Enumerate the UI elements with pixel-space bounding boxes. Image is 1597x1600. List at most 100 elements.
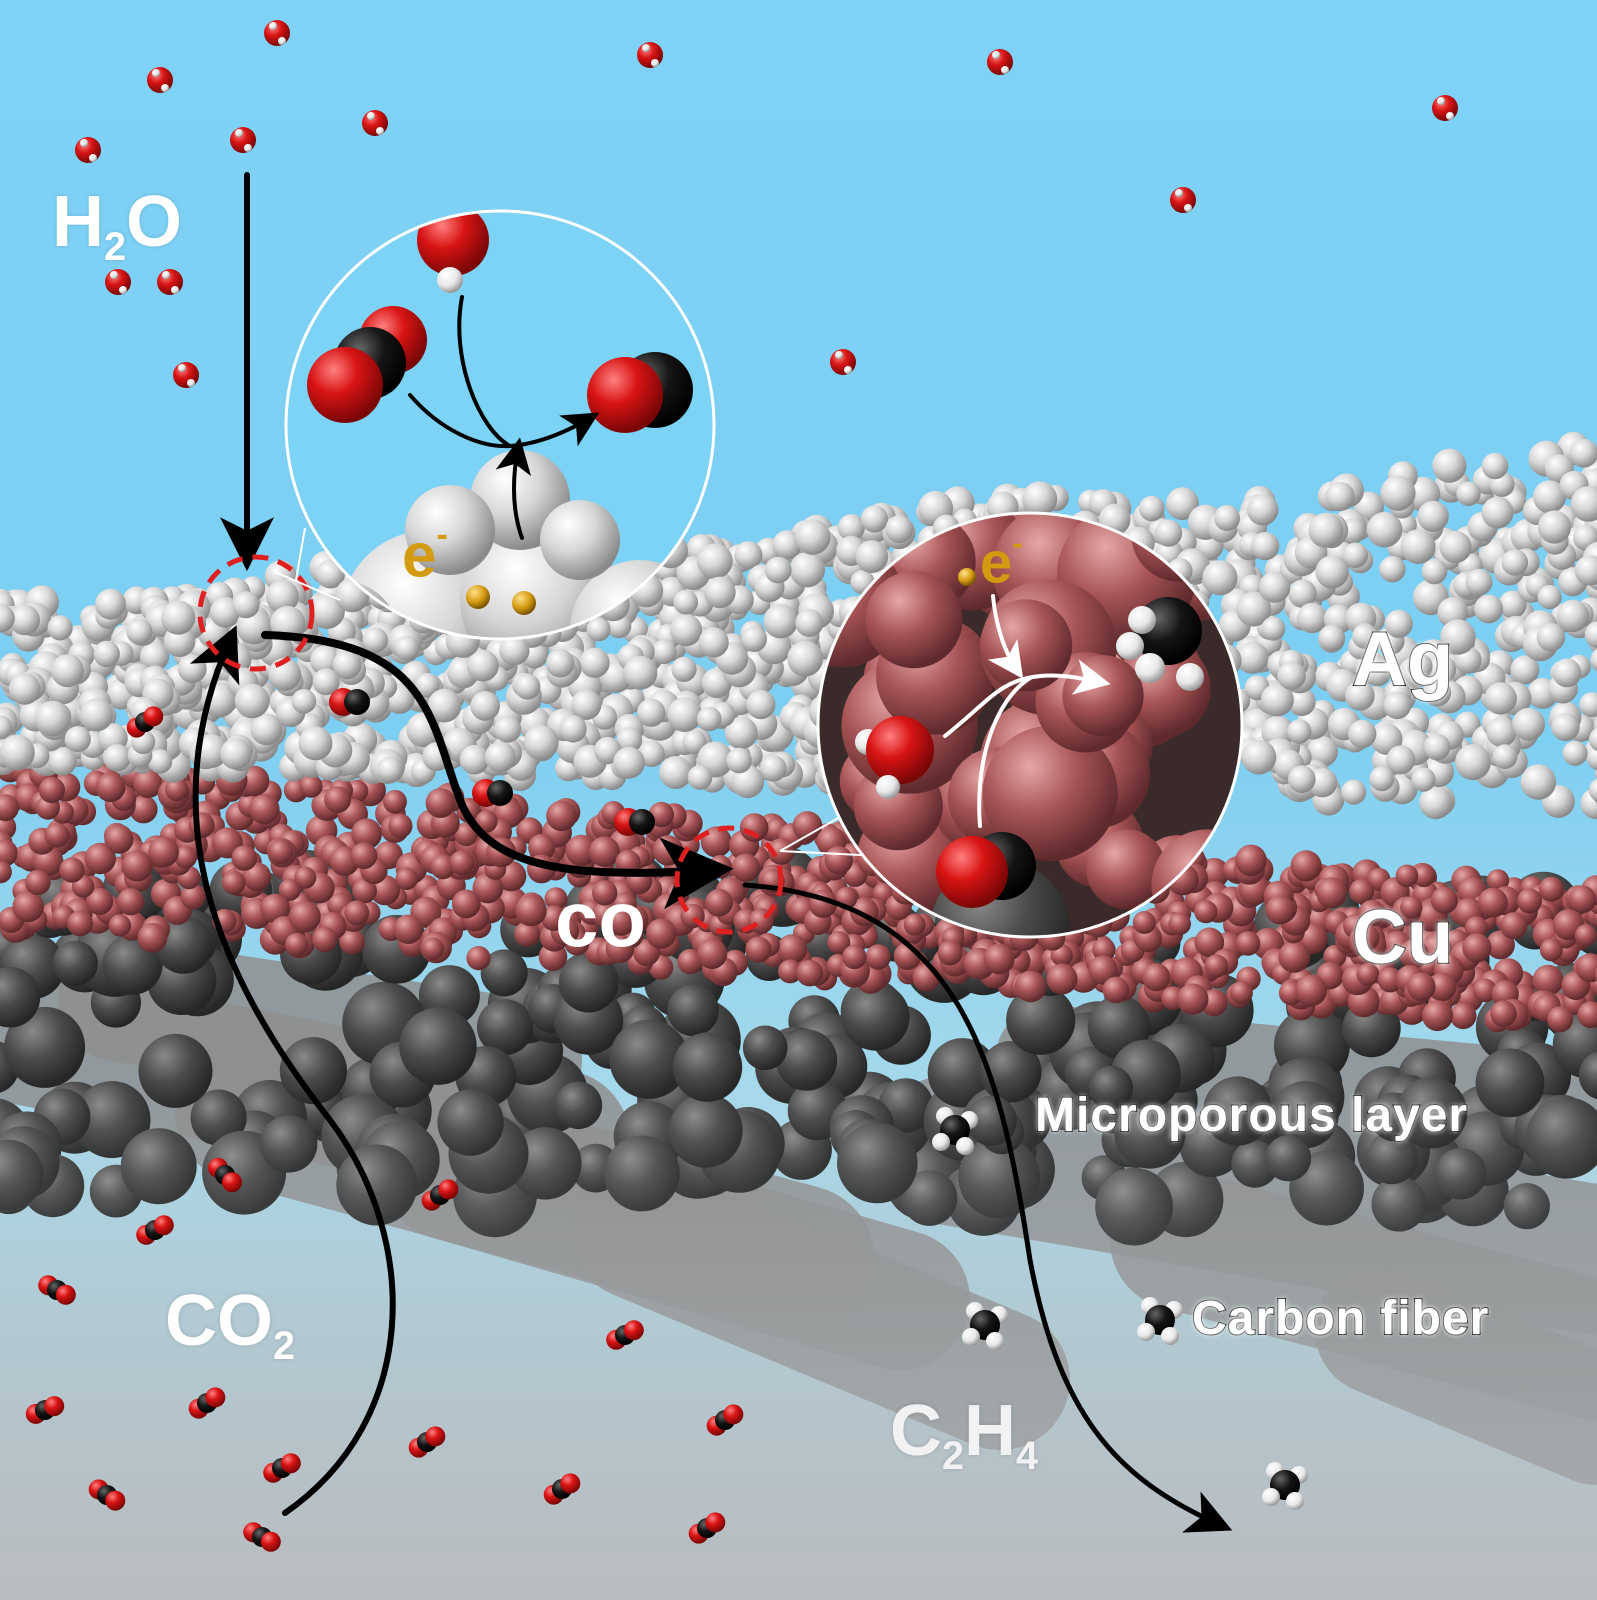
- cu-particle: [1577, 1001, 1597, 1029]
- ag-particle: [126, 618, 153, 645]
- cu-particle: [1046, 963, 1078, 995]
- cu-particle: [1194, 927, 1225, 958]
- cu-layer-label: Cu: [1351, 895, 1454, 980]
- ag-particle: [312, 668, 340, 696]
- ag-particle: [704, 576, 736, 609]
- ag-particle: [1474, 594, 1503, 624]
- ag-particle: [1352, 623, 1378, 649]
- ag-particle: [1366, 511, 1403, 548]
- water-molecule: [173, 362, 199, 388]
- cu-particle: [1400, 896, 1423, 919]
- water-molecule: [1170, 187, 1196, 213]
- cu-particle: [324, 786, 351, 813]
- water-molecule: [987, 49, 1013, 75]
- cu-particle: [1575, 953, 1597, 983]
- ag-particle: [546, 649, 575, 678]
- ag-particle: [1586, 744, 1597, 771]
- ag-particle: [1307, 736, 1338, 768]
- ag-particle: [855, 540, 889, 574]
- ag-particle: [760, 755, 787, 782]
- co2-molecule: [208, 1157, 242, 1193]
- mpl-particle: [4, 1006, 86, 1088]
- cu-particle: [1412, 864, 1436, 888]
- mpl-particle: [776, 1029, 838, 1091]
- mpl-particle: [842, 983, 910, 1051]
- cu-particle: [1014, 970, 1047, 1003]
- cu-particle: [778, 959, 802, 984]
- ag-particle: [746, 690, 776, 720]
- ag-particle: [1261, 616, 1286, 641]
- ag-particle: [1498, 590, 1527, 619]
- cu-particle: [1132, 911, 1156, 934]
- cu-particle: [937, 940, 963, 966]
- cu-particle: [652, 835, 684, 866]
- ag-particle: [1465, 568, 1493, 596]
- cu-particle: [1349, 878, 1375, 904]
- cu-particle: [249, 794, 280, 825]
- ag-particle: [51, 654, 84, 688]
- cu-particle: [12, 890, 44, 923]
- cu-particle: [796, 959, 824, 987]
- ag-particle: [638, 740, 665, 768]
- ag-particle: [789, 551, 825, 588]
- ag-particle: [1247, 494, 1279, 526]
- ag-particle: [9, 604, 40, 636]
- co2-molecule: [88, 1479, 126, 1511]
- cu-particle: [1473, 978, 1497, 1003]
- cu-particle: [1204, 954, 1229, 978]
- ag-particle: [1380, 475, 1416, 511]
- ag-particle: [1510, 655, 1540, 685]
- cu-particle: [44, 822, 70, 848]
- ag-particle: [0, 604, 15, 633]
- ag-particle: [177, 654, 207, 684]
- co-molecule: [614, 808, 655, 836]
- co-molecule-inset-2: [936, 832, 1036, 908]
- ag-particle: [1484, 682, 1517, 715]
- ag-particle: [764, 556, 792, 584]
- cu-particle: [696, 938, 728, 969]
- cu-particle: [865, 571, 963, 669]
- ag-particle: [459, 744, 490, 775]
- co2-molecule: [421, 1179, 459, 1211]
- cu-particle: [982, 725, 1118, 862]
- cu-particle: [1478, 887, 1508, 918]
- cu-particle: [865, 944, 891, 970]
- ag-particle: [250, 713, 283, 746]
- mpl-particle: [480, 949, 528, 997]
- cu-particle: [352, 878, 377, 904]
- water-molecule: [830, 349, 856, 375]
- reaction-site-2-marker: [674, 825, 784, 935]
- cu-particle: [121, 850, 153, 882]
- cu-particle: [1377, 967, 1403, 993]
- c2h4-label: C2H4: [890, 1391, 1039, 1478]
- co-arrow: [261, 631, 734, 910]
- water-molecule: [264, 20, 290, 46]
- ag-particle: [1486, 716, 1517, 748]
- ag-particle: [499, 635, 530, 666]
- ag-particle: [47, 615, 73, 641]
- ag-particle: [1342, 542, 1369, 569]
- mpl-particle: [742, 1025, 788, 1071]
- cu-particle: [1462, 933, 1492, 963]
- ag-particle: [1481, 496, 1514, 529]
- ag-particle: [1318, 624, 1346, 651]
- cu-particle: [1062, 655, 1144, 737]
- ag-particle: [523, 725, 559, 760]
- co2-molecule: [126, 706, 164, 738]
- ag-particle: [1386, 745, 1416, 775]
- ag-particle: [1288, 579, 1317, 608]
- ag-particle: [0, 715, 13, 740]
- co2-molecule: [606, 1320, 644, 1350]
- cu-particle: [299, 774, 323, 798]
- ag-particle: [1307, 768, 1338, 798]
- cu-particle: [1427, 972, 1457, 1002]
- cu-particle: [67, 910, 93, 937]
- ag-particle: [1369, 766, 1395, 792]
- ag-particle: [147, 749, 173, 774]
- ag-particle: [427, 688, 462, 723]
- ag-particle: [309, 593, 345, 629]
- cu-particle: [289, 900, 321, 933]
- ag-particle: [362, 627, 389, 653]
- ag-particle: [734, 541, 763, 570]
- cu-particle: [1568, 885, 1597, 914]
